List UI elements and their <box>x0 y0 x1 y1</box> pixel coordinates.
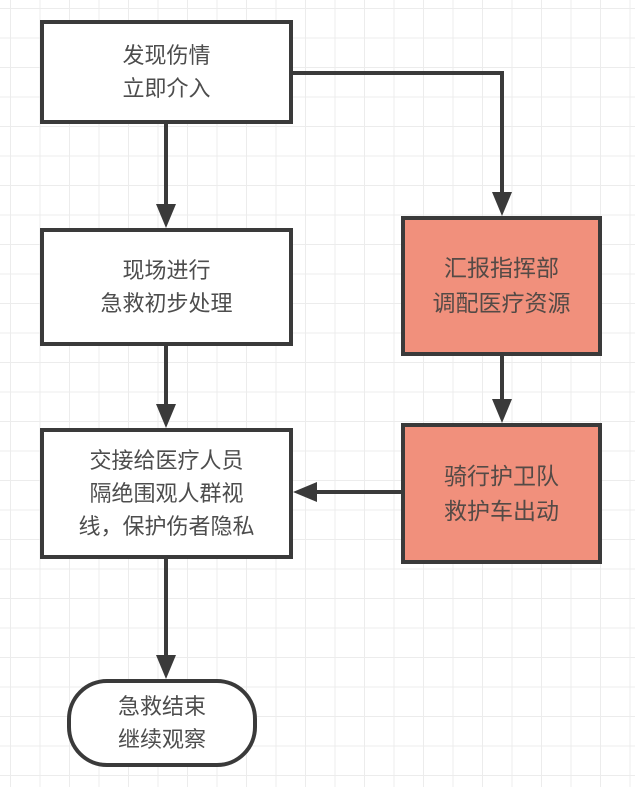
node-onsite-first-aid: 现场进行 急救初步处理 <box>40 228 293 346</box>
arrowhead-down-end <box>156 655 176 679</box>
node-label-line: 继续观察 <box>117 727 206 752</box>
node-first-aid-end: 急救结束 继续观察 <box>67 679 257 767</box>
node-label-line: 急救结束 <box>117 694 206 719</box>
node-label-line: 现场进行 <box>122 258 211 283</box>
node-label-line: 急救初步处理 <box>100 291 233 316</box>
node-label-line: 调配医疗资源 <box>432 291 571 316</box>
node-label-line: 骑行护卫队 <box>444 463 559 489</box>
node-report-command: 汇报指挥部 调配医疗资源 <box>401 216 602 356</box>
node-label-line: 立即介入 <box>122 76 211 101</box>
node-label-line: 汇报指挥部 <box>444 256 559 281</box>
node-handover-to-medics: 交接给医疗人员 隔绝围观人群视 线，保护伤者隐私 <box>40 428 293 559</box>
node-label-line: 交接给医疗人员 <box>89 448 244 473</box>
node-label-line: 线，保护伤者隐私 <box>78 514 255 539</box>
arrowhead-left-handover <box>293 482 317 502</box>
node-discover-injury: 发现伤情 立即介入 <box>40 20 293 124</box>
arrowhead-down-handover <box>156 404 176 428</box>
arrowhead-down-escort <box>492 399 512 423</box>
node-escort-ambulance: 骑行护卫队 救护车出动 <box>401 423 602 564</box>
edge-discover-report <box>293 71 504 194</box>
arrowhead-down-onsite <box>156 204 176 228</box>
node-label-line: 发现伤情 <box>122 43 211 68</box>
node-label-line: 救护车出动 <box>444 498 559 524</box>
node-label-line: 隔绝围观人群视 <box>89 481 244 506</box>
arrowhead-down-report <box>492 192 512 216</box>
